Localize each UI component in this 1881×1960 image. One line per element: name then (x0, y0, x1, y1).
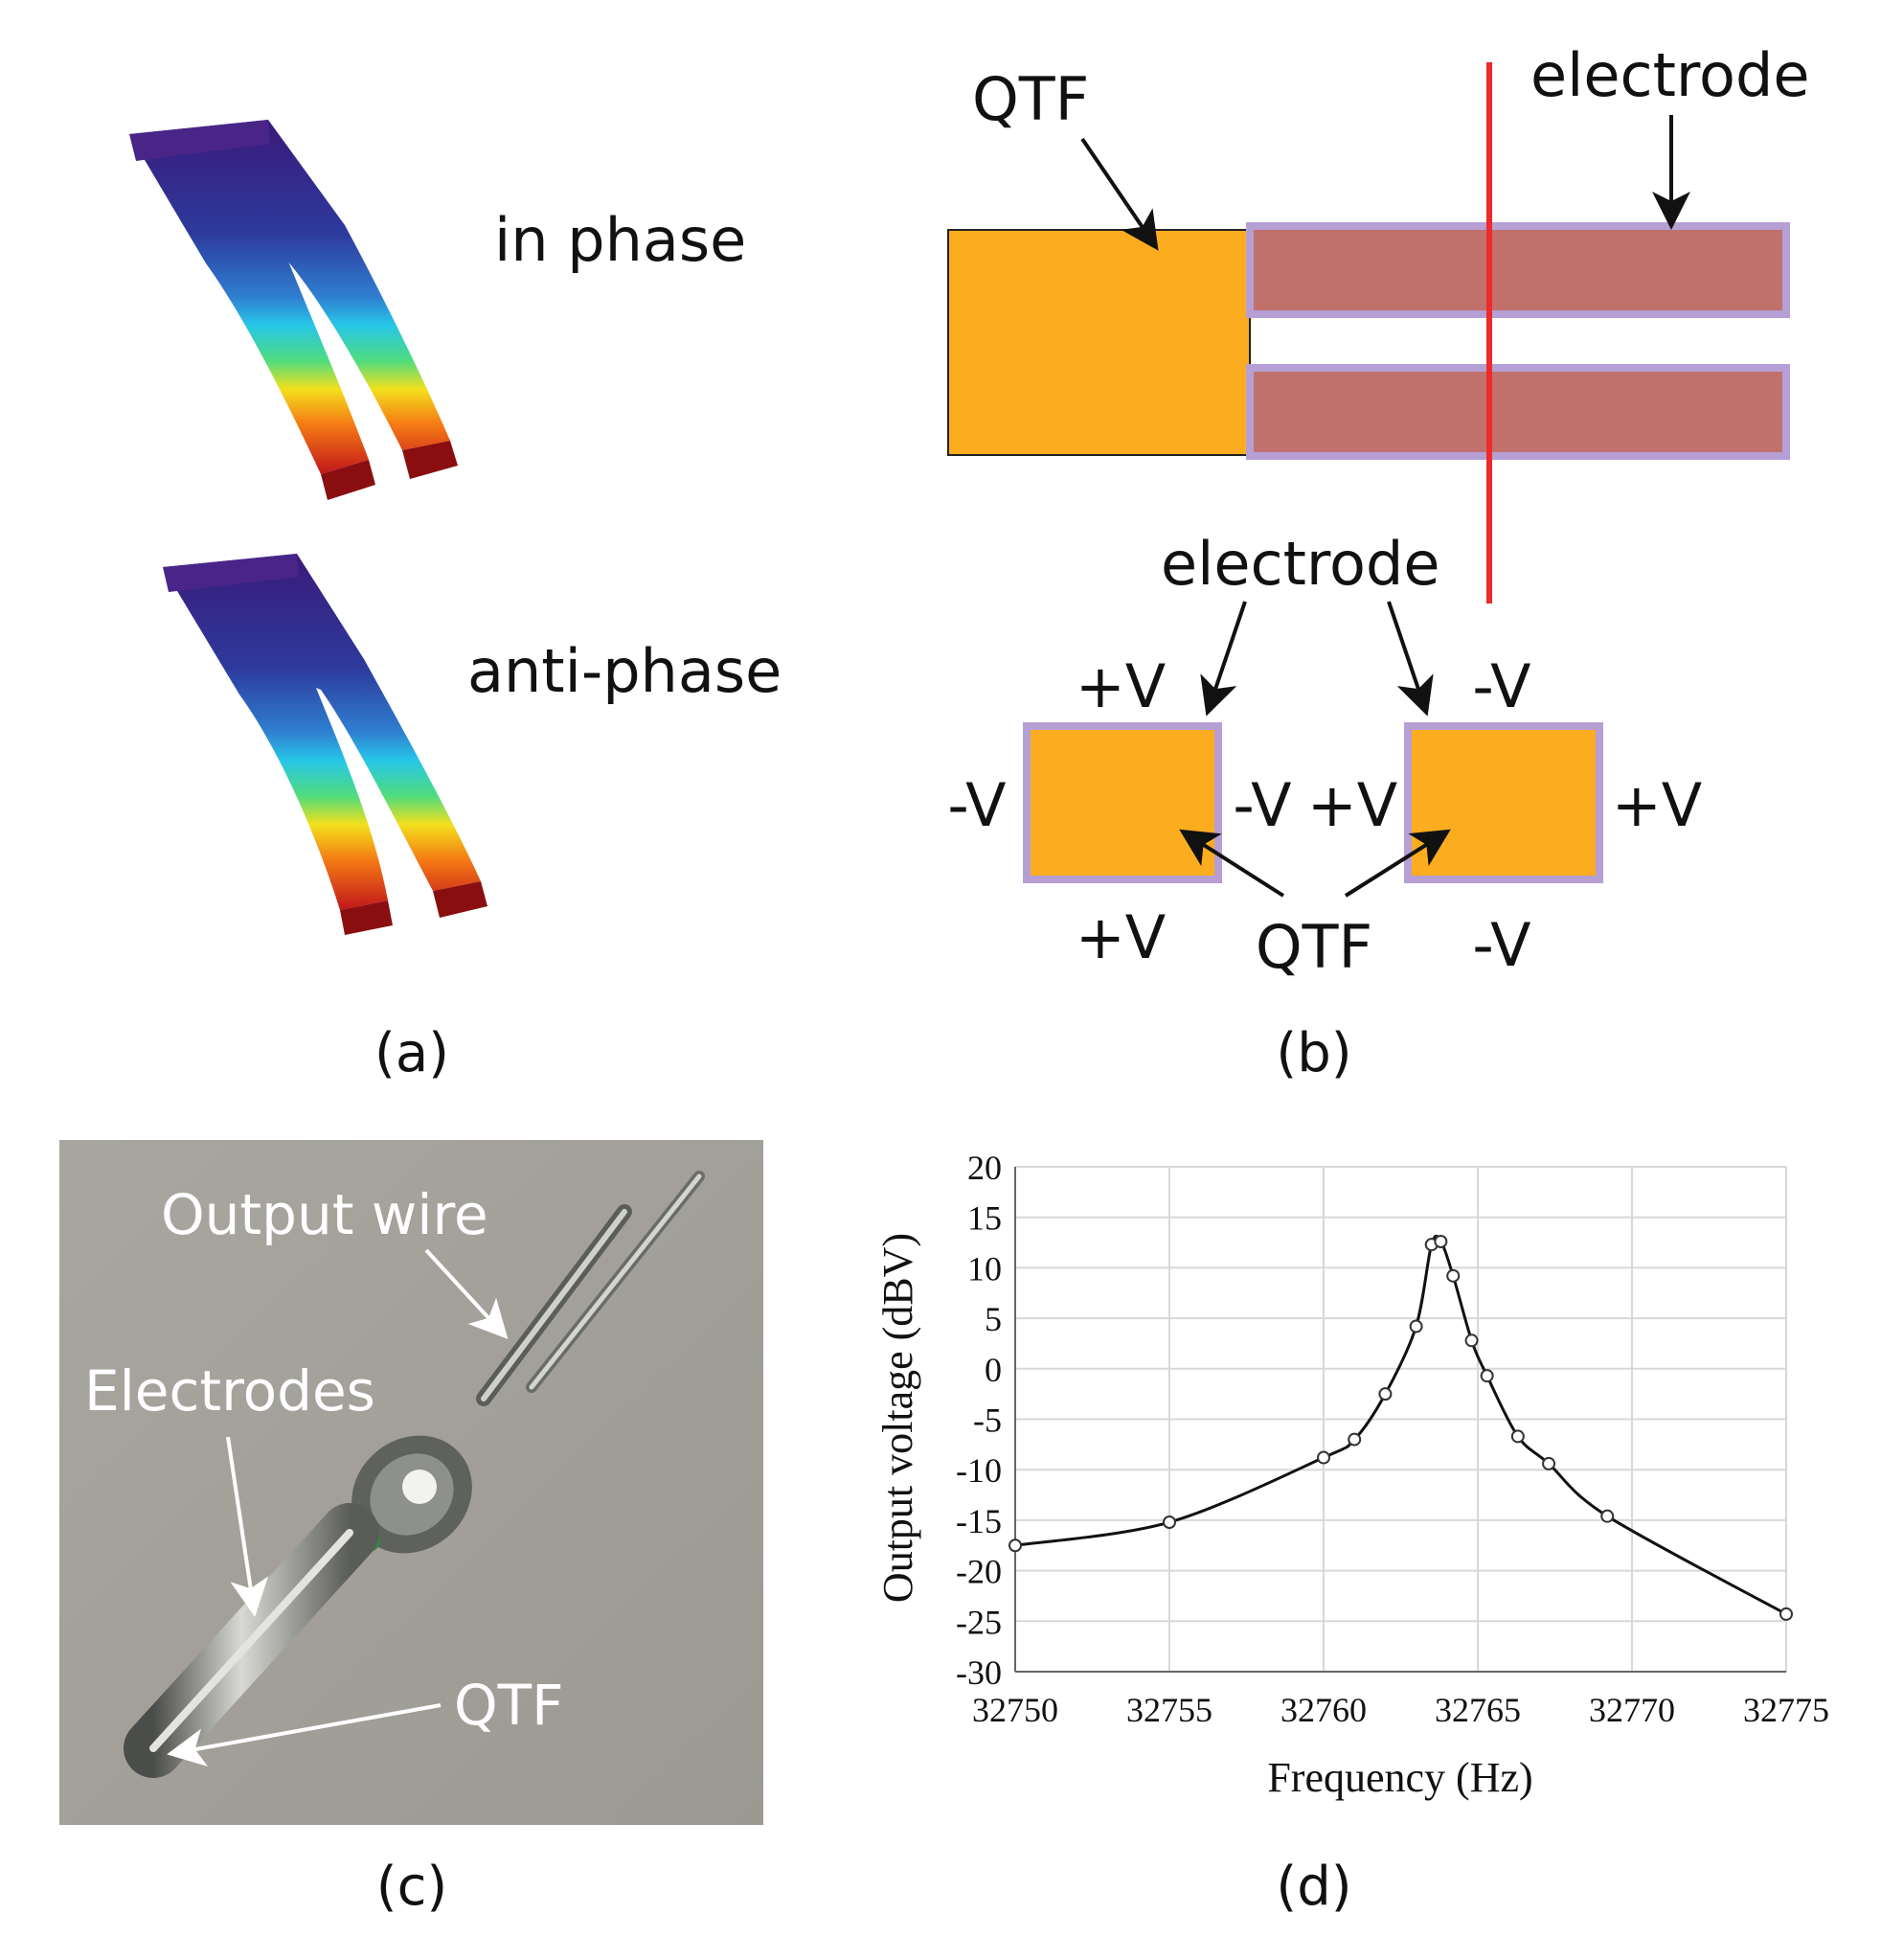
x-tick-labels: 32750 32755 32760 32765 32770 32775 (972, 1691, 1829, 1729)
y-tick-label: -5 (973, 1402, 1002, 1440)
voltage-left-right: -V (1233, 770, 1291, 840)
cross-electrode-label: electrode (1161, 529, 1439, 599)
x-tick-label: 32770 (1589, 1691, 1675, 1729)
electrodes-label: Electrodes (84, 1358, 375, 1424)
sensor-photo (124, 1171, 705, 1778)
electrode-prong-lower (1246, 364, 1790, 460)
x-tick-label: 32755 (1126, 1691, 1212, 1729)
y-tick-label: -15 (956, 1502, 1002, 1540)
panel-label-a: (a) (374, 1022, 449, 1084)
data-point (1480, 1369, 1494, 1383)
voltage-right-bottom: -V (1472, 910, 1530, 980)
y-tick-labels: 20 15 10 5 0 -5 -10 -15 -20 -25 -30 (956, 1149, 1002, 1692)
data-point (1348, 1432, 1362, 1447)
data-point (1008, 1538, 1022, 1553)
panel-label-b: (b) (1276, 1022, 1351, 1084)
data-point (1464, 1333, 1479, 1348)
cross-qtf-arrow-left (1179, 829, 1285, 898)
data-point (1446, 1268, 1461, 1283)
x-axis-title: Frequency (Hz) (1267, 1754, 1532, 1801)
qtf-cross-section-left (1023, 722, 1222, 883)
mode-label-anti-phase: anti-phase (467, 636, 782, 706)
tuning-fork-anti-phase (163, 554, 487, 935)
panel-a: in phase anti-phase (a) (129, 120, 782, 1084)
top-qtf-arrow (1080, 137, 1159, 251)
panel-c: Output wire Electrodes QTF (c) (59, 1140, 763, 1918)
qtf-photo-arrow (167, 1703, 442, 1767)
x-tick-label: 32750 (972, 1691, 1058, 1729)
y-tick-label: 0 (985, 1351, 1002, 1389)
y-tick-label: -10 (956, 1451, 1002, 1490)
x-tick-label: 32765 (1435, 1691, 1521, 1729)
panel-label-c: (c) (376, 1856, 447, 1918)
voltage-right-right: +V (1612, 770, 1702, 840)
cross-electrode-arrow-right (1387, 601, 1434, 717)
output-wire-label: Output wire (161, 1182, 488, 1247)
qtf-photo-label: QTF (454, 1673, 563, 1738)
chart-grid (1014, 1166, 1787, 1673)
data-point (1163, 1516, 1176, 1530)
data-point (1779, 1607, 1793, 1621)
electrodes-arrow (226, 1436, 269, 1617)
cross-qtf-label: QTF (1256, 912, 1372, 982)
y-tick-label: 20 (967, 1149, 1002, 1187)
electrode-prong-upper (1246, 222, 1790, 318)
series-line (1014, 1234, 1787, 1616)
cross-qtf-arrow-right (1344, 829, 1451, 898)
data-point (1434, 1234, 1448, 1248)
data-point (1378, 1387, 1393, 1402)
panel-d: 20 15 10 5 0 -5 -10 -15 -20 -25 -30 32750 32755 3276… (874, 1149, 1829, 1918)
data-point (1600, 1509, 1615, 1523)
data-point (1510, 1429, 1525, 1444)
series-points (1008, 1234, 1793, 1621)
panel-b: QTF electrode electrode +V -V -V +V -V +… (947, 40, 1809, 1084)
y-axis-title: Output voltage (dBV) (874, 1233, 921, 1603)
voltage-right-top: -V (1472, 651, 1530, 721)
data-point (1317, 1450, 1330, 1465)
panel-label-d: (d) (1276, 1856, 1351, 1918)
qtf-base (947, 229, 1251, 456)
voltage-right-left: +V (1307, 770, 1397, 840)
data-point (1409, 1319, 1423, 1333)
y-tick-label: -25 (956, 1603, 1002, 1641)
y-tick-label: 15 (967, 1199, 1002, 1238)
y-tick-label: -20 (956, 1553, 1002, 1591)
mode-label-in-phase: in phase (494, 205, 746, 275)
output-wire-arrow (424, 1248, 509, 1339)
top-qtf-label: QTF (972, 64, 1089, 134)
qtf-cross-section-right (1404, 722, 1603, 883)
data-point (1542, 1456, 1556, 1470)
cross-electrode-arrow-left (1200, 601, 1247, 717)
top-electrode-label: electrode (1530, 40, 1809, 110)
y-tick-label: 5 (985, 1300, 1002, 1338)
x-tick-label: 32775 (1743, 1691, 1829, 1729)
y-tick-label: 10 (967, 1249, 1002, 1288)
voltage-left-left: -V (947, 770, 1006, 840)
voltage-left-top: +V (1076, 651, 1166, 721)
y-tick-label: -30 (956, 1653, 1002, 1692)
x-tick-label: 32760 (1280, 1691, 1367, 1729)
voltage-left-bottom: +V (1076, 902, 1166, 972)
tuning-fork-in-phase (129, 120, 458, 500)
